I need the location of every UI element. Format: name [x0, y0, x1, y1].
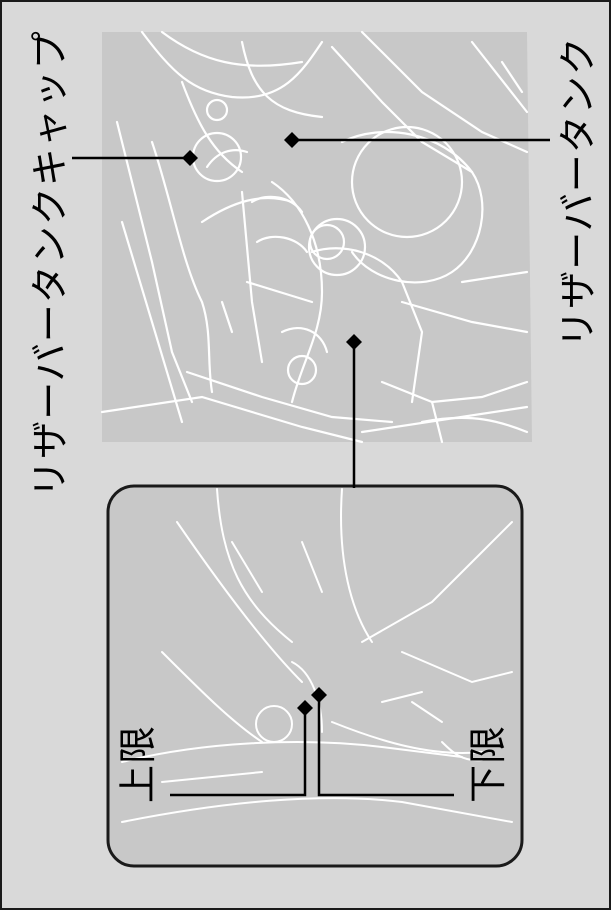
inset-detail — [106, 484, 524, 868]
upper-limit-label: 上限 — [116, 724, 160, 804]
reservoir-cap-label: リザーバータンクキャップ — [28, 30, 72, 498]
diamond-marker-icon — [311, 687, 327, 703]
callout-lines — [72, 138, 550, 797]
lower-limit-label: 下限 — [466, 724, 510, 804]
engine-bay-drawing — [100, 30, 532, 444]
diamond-marker-icon — [297, 700, 313, 716]
reservoir-tank-label: リザーバータンク — [556, 36, 600, 348]
diamond-marker-icon — [284, 132, 300, 148]
callout-markers — [182, 132, 362, 716]
diamond-marker-icon — [182, 150, 198, 166]
diamond-marker-icon — [346, 334, 362, 350]
